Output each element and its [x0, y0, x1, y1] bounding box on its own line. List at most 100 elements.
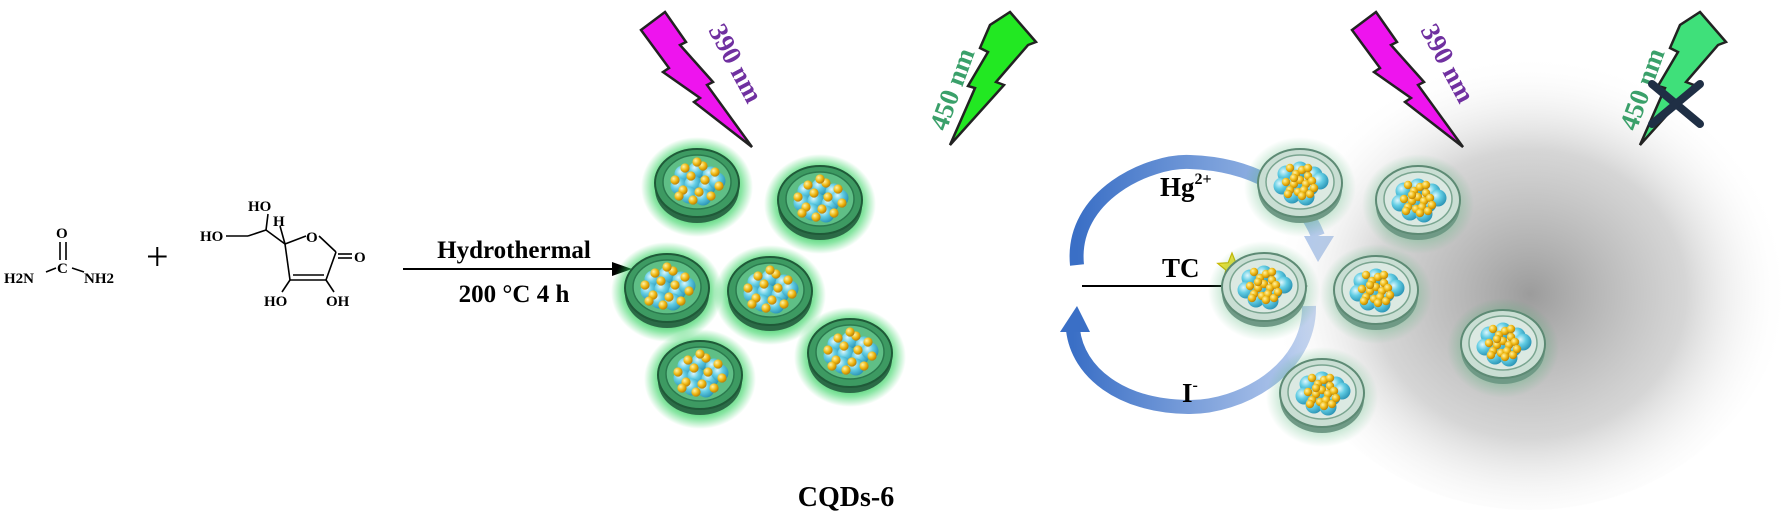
- ascorbic-acid-structure: [226, 213, 352, 293]
- gold-particle: [787, 289, 797, 299]
- gold-particle: [664, 292, 674, 302]
- gold-particle: [1415, 208, 1425, 218]
- gold-particle: [1283, 189, 1293, 199]
- gold-particle: [845, 327, 855, 337]
- gold-particle: [779, 299, 789, 309]
- gold-particle: [811, 212, 821, 222]
- gold-particle: [662, 262, 672, 272]
- gold-particle: [1359, 296, 1369, 306]
- gold-particle: [1486, 350, 1496, 360]
- fluorescent-carbon-dot: [611, 242, 723, 342]
- gold-particle: [847, 357, 857, 367]
- gold-particle: [863, 337, 873, 347]
- gold-particle: [709, 383, 719, 393]
- fluorescent-carbon-dot: [641, 137, 753, 237]
- gold-particle: [867, 351, 877, 361]
- cqd-dot-group: [611, 137, 906, 429]
- quencher-label: Hg2+: [1160, 171, 1212, 202]
- gold-particle: [1319, 401, 1329, 411]
- gold-particle: [1361, 270, 1371, 280]
- aa-oh-bottom-right: OH: [326, 294, 350, 310]
- gold-particle: [673, 367, 683, 377]
- gold-particle: [1381, 296, 1391, 306]
- gold-particle: [1281, 177, 1291, 187]
- ascorbic-acid-labels: HO HO H O O HO OH: [200, 199, 366, 310]
- gold-particle: [1311, 383, 1321, 393]
- gold-particle: [761, 303, 771, 313]
- fluorescent-carbon-dot: [764, 154, 876, 254]
- gold-particle: [714, 181, 724, 191]
- gold-particle: [1373, 298, 1383, 308]
- gold-particle: [1247, 293, 1257, 303]
- gold-particle: [837, 198, 847, 208]
- aa-h-label: H: [273, 214, 285, 230]
- gold-particle: [1271, 280, 1281, 290]
- gold-particle: [1289, 173, 1299, 183]
- gold-particle: [674, 191, 684, 201]
- gold-particle: [1307, 176, 1317, 186]
- gold-particle: [713, 359, 723, 369]
- urea-c-label: C: [57, 261, 68, 277]
- gold-particle: [1425, 193, 1435, 203]
- aa-ring-o: O: [306, 230, 318, 246]
- gold-particle: [1508, 350, 1518, 360]
- gold-particle: [1253, 277, 1263, 287]
- gold-particle: [703, 367, 713, 377]
- gold-particle: [1253, 283, 1263, 293]
- fluorescent-carbon-dot: [644, 329, 756, 429]
- gold-particle: [1269, 293, 1279, 303]
- gold-particle: [683, 355, 693, 365]
- gold-particle: [1500, 352, 1510, 362]
- gold-particle: [743, 283, 753, 293]
- gold-particle: [827, 361, 837, 371]
- gold-particle: [1307, 373, 1317, 383]
- quenched-carbon-dot: [1362, 154, 1474, 254]
- quenched-carbon-dot: [1244, 137, 1356, 237]
- gold-particle: [1488, 324, 1498, 334]
- gold-particle: [670, 280, 680, 290]
- gold-particle: [797, 208, 807, 218]
- gold-particle: [1289, 179, 1299, 189]
- gold-particle: [1311, 389, 1321, 399]
- gold-particle: [706, 191, 716, 201]
- aa-ho-bottom-left: HO: [264, 294, 287, 310]
- gold-particle: [680, 163, 690, 173]
- gold-particle: [640, 280, 650, 290]
- gold-particle: [759, 279, 769, 289]
- gold-particle: [1249, 267, 1259, 277]
- gold-particle: [853, 345, 863, 355]
- urea-o-label: O: [56, 226, 68, 242]
- gold-particle: [1379, 270, 1389, 280]
- gold-particle: [859, 361, 869, 371]
- gold-particle: [793, 192, 803, 202]
- analyte-label: TC: [1162, 253, 1200, 283]
- gold-particle: [803, 180, 813, 190]
- gold-particle: [1506, 324, 1516, 334]
- gold-particle: [809, 188, 819, 198]
- gold-particle: [650, 268, 660, 278]
- quencher-charge: 2+: [1195, 171, 1212, 188]
- gold-particle: [694, 187, 704, 197]
- gold-particle: [815, 174, 825, 184]
- plus-sign: +: [146, 234, 169, 279]
- gold-particle: [1401, 206, 1411, 216]
- urea-n-left-label: H2N: [4, 271, 34, 287]
- gold-particle: [1421, 180, 1431, 190]
- gold-particle: [765, 265, 775, 275]
- gold-particle: [658, 300, 668, 310]
- gold-particle: [688, 195, 698, 205]
- gold-particle: [686, 171, 696, 181]
- gold-particle: [1399, 194, 1409, 204]
- quenched-carbon-dot: [1266, 347, 1378, 447]
- gold-particle: [1512, 344, 1522, 354]
- gold-particle: [1427, 200, 1437, 210]
- gold-particle: [1329, 386, 1339, 396]
- gold-particle: [1303, 387, 1313, 397]
- gold-particle: [680, 272, 690, 282]
- gold-particle: [773, 283, 783, 293]
- gold-particle: [1267, 267, 1277, 277]
- gold-particle: [677, 383, 687, 393]
- gold-particle: [689, 363, 699, 373]
- gold-particle: [1383, 283, 1393, 293]
